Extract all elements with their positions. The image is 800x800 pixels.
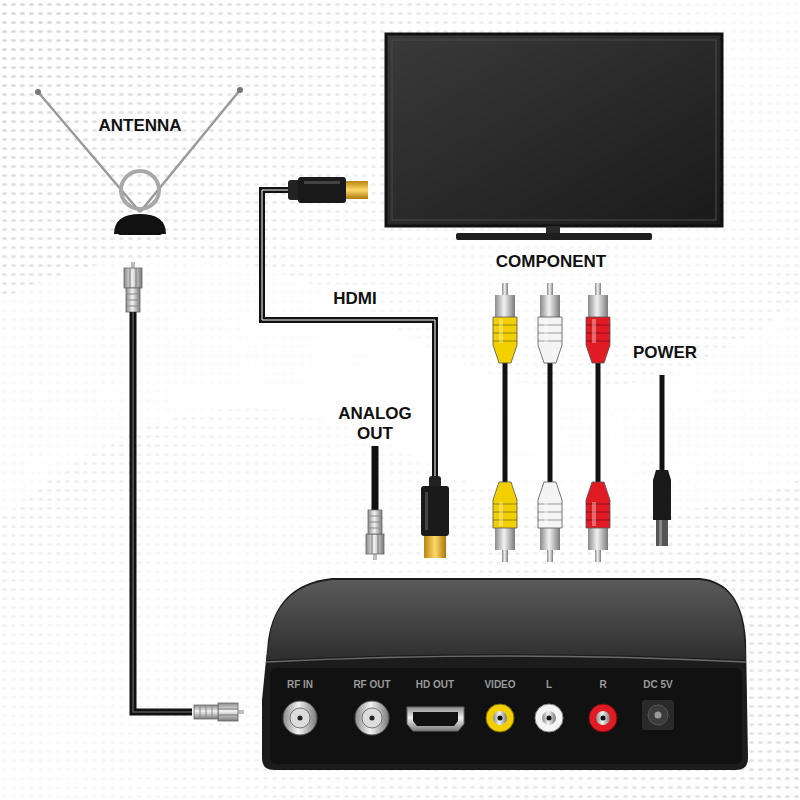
cable-label: COMPONENT <box>496 252 607 272</box>
cable-label: HDMI <box>333 289 376 309</box>
antenna-label: ANTENNA <box>98 116 181 136</box>
port-label: VIDEO <box>484 679 515 691</box>
cable-label: POWER <box>633 343 697 363</box>
cable-label: ANALOG OUT <box>335 404 415 443</box>
port-label: HD OUT <box>416 679 454 691</box>
port-label: RF IN <box>287 679 313 691</box>
port-label: R <box>599 679 606 691</box>
port-label: L <box>546 679 552 691</box>
port-label: DC 5V <box>643 679 672 691</box>
port-label: RF OUT <box>353 679 390 691</box>
